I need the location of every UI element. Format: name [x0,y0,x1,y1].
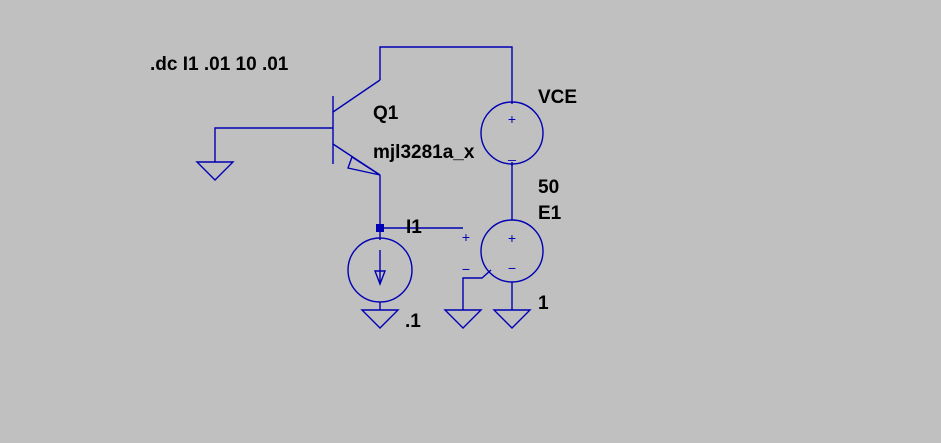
e1-value-label[interactable]: 1 [538,293,549,314]
wires [214,46,513,310]
ground-e1-out[interactable] [492,309,532,329]
vcvs-e1[interactable]: + − + − [462,219,544,283]
e1-name-label[interactable]: E1 [538,203,562,224]
junction-node[interactable] [376,224,384,232]
ground-icon [195,161,235,181]
q1-name-label[interactable]: Q1 [373,103,399,124]
e1-ctrl-plus-symbol: + [462,229,470,245]
current-source-i1[interactable] [347,237,413,303]
i1-body [347,237,413,303]
spice-directive[interactable]: .dc I1 .01 10 .01 [150,54,289,75]
e1-out-plus-symbol: + [508,230,516,246]
ground-icon [360,309,400,329]
ground-e1-ctrl[interactable] [443,309,483,329]
voltage-source-vce[interactable]: + _ [480,100,544,166]
i1-name-label[interactable]: I1 [406,217,422,238]
e1-out-minus-symbol: − [508,260,516,276]
vce-minus-symbol: _ [507,145,516,161]
wire-e1-ctrl-neg-to-ground[interactable] [462,269,492,310]
e1-body [480,219,544,283]
i1-arrow-head [373,270,387,286]
vce-plus-symbol: + [508,111,516,127]
wire-base-to-ground[interactable] [214,127,333,162]
e1-ctrl-minus-symbol: − [462,261,470,277]
ground-icon [443,309,483,329]
ground-base[interactable] [195,161,235,181]
q1-collector-lead [332,79,381,113]
vce-value-label[interactable]: 50 [538,177,560,198]
q1-model-label[interactable]: mjl3281a_x [373,142,475,163]
q1-emitter-arrow [347,155,381,176]
vce-name-label[interactable]: VCE [538,87,578,108]
ground-i1[interactable] [360,309,400,329]
transistor-q1[interactable] [332,79,381,176]
wire-collector-to-vce[interactable] [379,46,513,100]
i1-value-label[interactable]: .1 [405,311,421,332]
ground-icon [492,309,532,329]
